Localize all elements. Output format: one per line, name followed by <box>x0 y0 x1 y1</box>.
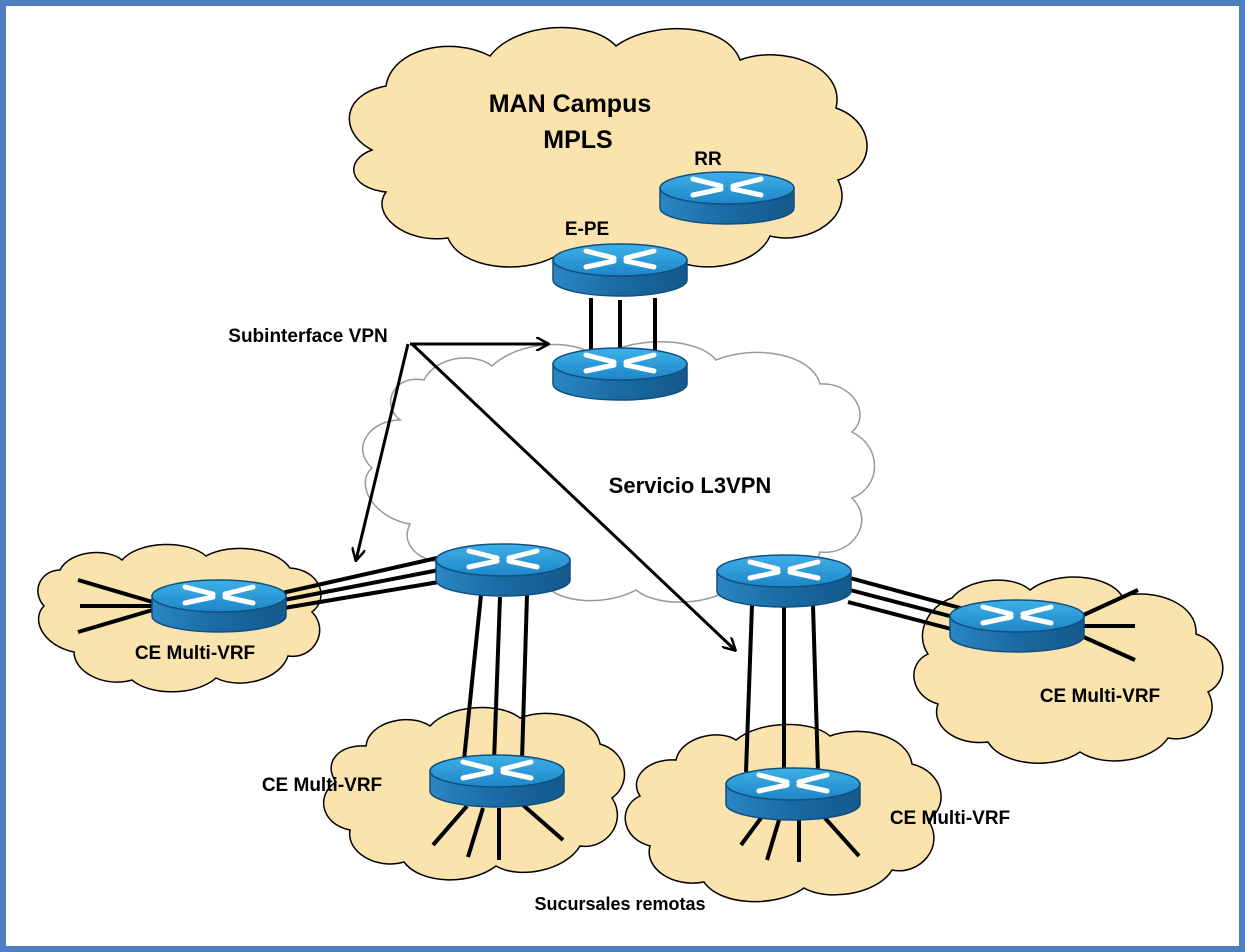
ce-bottom-right-label: CE Multi-VRF <box>890 808 1010 829</box>
links-pe-right-ce-bottom-right <box>744 604 820 774</box>
service-label: Servicio L3VPN <box>609 473 772 498</box>
router-icon <box>726 768 860 820</box>
branch-stubs <box>77 578 1139 862</box>
subinterface-label: Subinterface VPN <box>228 326 387 347</box>
links-pe-left-ce-left <box>281 556 440 610</box>
router-icon <box>436 544 570 596</box>
remote-branches-label: Sucursales remotas <box>534 894 705 914</box>
mpls-title: MPLS <box>543 126 612 154</box>
ce-bottom-left-label: CE Multi-VRF <box>262 775 382 796</box>
router-icon <box>553 348 687 400</box>
subinterface-arrows <box>356 344 735 650</box>
router-icon <box>152 580 286 632</box>
router-icon <box>430 755 564 807</box>
links-pe-right-ce-right <box>847 576 976 632</box>
epe-label: E-PE <box>565 219 609 240</box>
man-campus-title: MAN Campus <box>489 90 652 118</box>
router-icon <box>660 172 794 224</box>
router-icon <box>717 555 851 607</box>
router-icon <box>553 244 687 296</box>
router-icon <box>950 600 1084 652</box>
ce-right-label: CE Multi-VRF <box>1040 686 1160 707</box>
links-pe-left-ce-bottom-left <box>462 594 529 763</box>
rr-label: RR <box>694 149 722 170</box>
ce-left-label: CE Multi-VRF <box>135 643 255 664</box>
